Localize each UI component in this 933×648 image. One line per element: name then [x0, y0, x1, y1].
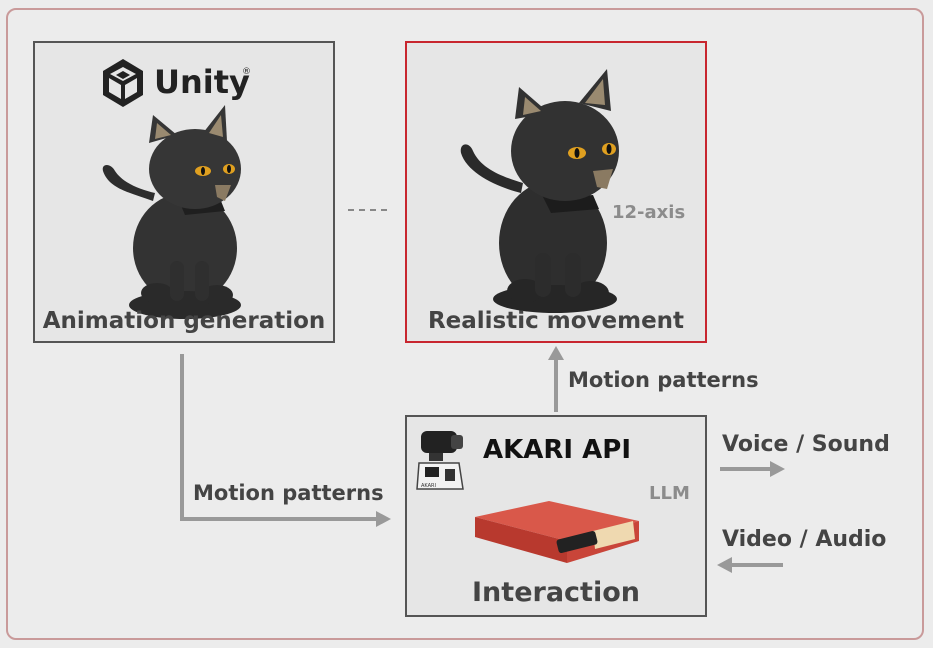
video-audio-label: Video / Audio: [722, 527, 887, 552]
akari-robot-icon: AKARI: [416, 431, 464, 490]
akari-api-title: AKARI API: [483, 435, 631, 465]
realistic-movement-caption: Realistic movement: [427, 308, 685, 334]
arrow-in-head: [717, 557, 732, 573]
interaction-box: AKARI AKARI API LLM Interaction: [405, 415, 707, 617]
arrow-up-head: [548, 346, 564, 360]
animation-generation-caption: Animation generation: [42, 308, 326, 334]
axis-count-note: 12-axis: [612, 202, 686, 223]
unity-registered-mark: ®: [242, 67, 251, 77]
arrow-elbow-shaft: [180, 354, 378, 521]
motion-patterns-left-label: Motion patterns: [193, 481, 384, 505]
arrow-elbow-head: [376, 511, 391, 527]
cat-figure-unity: [102, 105, 241, 319]
akari-device-badge: AKARI: [421, 483, 436, 489]
voice-sound-label: Voice / Sound: [722, 432, 890, 457]
motion-patterns-up-label: Motion patterns: [568, 368, 759, 392]
arrow-out-head: [770, 461, 785, 477]
realistic-movement-box: 12-axis Realistic movement: [405, 41, 707, 343]
cat-figure-robot: [460, 69, 619, 313]
animation-generation-box: Unity ® Animation generation: [33, 41, 335, 343]
unity-cube-icon: [103, 59, 143, 107]
llm-note: LLM: [649, 483, 690, 504]
unity-logo: Unity ®: [99, 57, 251, 107]
outer-frame: [6, 8, 924, 640]
llm-device-illustration: [475, 501, 639, 563]
interaction-caption: Interaction: [472, 577, 640, 608]
unity-wordmark: Unity: [154, 63, 250, 101]
